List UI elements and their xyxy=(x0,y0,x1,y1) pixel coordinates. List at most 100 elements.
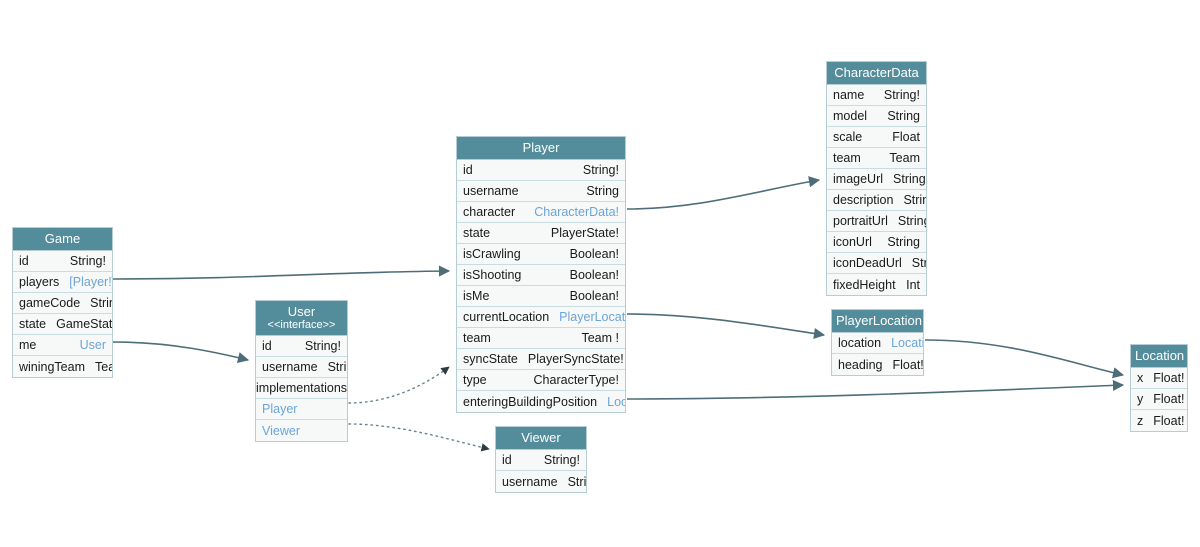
field-name: enteringBuildingPosition xyxy=(463,394,598,409)
field-type: Boolean! xyxy=(569,247,619,261)
field-row[interactable]: gameCode String! xyxy=(13,293,112,314)
field-name: isMe xyxy=(463,289,490,303)
field-name: description xyxy=(833,193,894,207)
field-type: Boolean! xyxy=(569,289,619,303)
edge-user-viewer-implementation xyxy=(348,423,490,452)
field-type: Team xyxy=(95,359,112,374)
entity-playerlocation[interactable]: PlayerLocation location Location! headingFl… xyxy=(831,309,924,376)
entity-header-playerlocation: PlayerLocation xyxy=(832,310,923,333)
field-row[interactable]: type CharacterType! xyxy=(457,370,625,391)
field-type: String xyxy=(897,214,926,228)
field-row[interactable]: iconUrl String xyxy=(827,232,926,253)
field-row[interactable]: portraitUrl String xyxy=(827,211,926,232)
field-type: CharacterType! xyxy=(533,373,619,387)
field-type: Float! xyxy=(1153,371,1185,385)
field-type: PlayerLocation! xyxy=(559,310,625,324)
entity-title: Player xyxy=(522,140,560,155)
entity-title: Game xyxy=(44,231,81,246)
field-row[interactable]: iconDeadUrlString xyxy=(827,253,926,274)
field-name: players xyxy=(19,275,60,289)
edge-user-player-implementation xyxy=(348,366,450,404)
field-name: imageUrl xyxy=(833,172,884,186)
field-name: iconUrl xyxy=(833,235,872,249)
field-row[interactable]: stateGameState! xyxy=(13,314,112,335)
field-name: location xyxy=(838,336,882,350)
field-row[interactable]: description String xyxy=(827,190,926,211)
field-row[interactable]: winingTeamTeam xyxy=(13,356,112,377)
field-type: Float! xyxy=(892,357,924,372)
field-row[interactable]: implementations xyxy=(256,378,347,399)
field-row[interactable]: username String xyxy=(496,471,586,492)
field-type: Location! xyxy=(891,336,923,350)
entity-title: Viewer xyxy=(521,430,561,445)
field-row[interactable]: x Float! xyxy=(1131,368,1187,389)
field-name: type xyxy=(463,373,487,387)
field-name: syncState xyxy=(463,352,518,366)
field-type: PlayerState! xyxy=(550,226,619,240)
field-type: User xyxy=(79,338,106,352)
edge-player-character-to-characterdata xyxy=(626,176,821,210)
field-name: team xyxy=(463,331,491,345)
entity-title: PlayerLocation xyxy=(836,313,922,328)
entity-stereotype: <<interface>> xyxy=(267,319,336,331)
field-name: username xyxy=(262,360,318,374)
field-type: String! xyxy=(304,339,341,353)
field-row[interactable]: team Team ! xyxy=(457,328,625,349)
field-row[interactable]: enteringBuildingPositionLocation xyxy=(457,391,625,412)
field-row[interactable]: players[Player!] xyxy=(13,272,112,293)
field-type: PlayerSyncState! xyxy=(527,352,624,366)
field-type: String xyxy=(903,193,926,207)
entity-title: Location xyxy=(1135,348,1185,363)
field-row[interactable]: isMe Boolean! xyxy=(457,286,625,307)
field-name: id xyxy=(502,453,512,467)
edge-game-me-to-user xyxy=(112,341,250,364)
entity-title: User xyxy=(287,304,316,319)
field-name: username xyxy=(502,474,558,489)
field-name: team xyxy=(833,151,861,165)
field-row[interactable]: Player xyxy=(256,399,347,420)
field-name: gameCode xyxy=(19,296,81,310)
field-name: portraitUrl xyxy=(833,214,888,228)
field-type: Team ! xyxy=(581,331,619,345)
field-type: String xyxy=(567,474,586,489)
entity-user[interactable]: User<<interface>>idString!usernameString… xyxy=(255,300,348,442)
field-row[interactable]: location Location! xyxy=(832,333,923,354)
field-name: scale xyxy=(833,130,863,144)
field-name: character xyxy=(463,205,516,219)
field-name: y xyxy=(1137,392,1144,406)
field-row[interactable]: Viewer xyxy=(256,420,347,441)
field-name: model xyxy=(833,109,868,123)
field-type: String xyxy=(887,235,920,249)
field-name: x xyxy=(1137,371,1144,385)
field-type: String xyxy=(887,109,920,123)
field-type: Boolean! xyxy=(569,268,619,282)
field-row[interactable]: currentLocationPlayerLocation! xyxy=(457,307,625,328)
field-type: String! xyxy=(90,296,112,310)
field-row[interactable]: syncState PlayerSyncState! xyxy=(457,349,625,370)
field-row[interactable]: model String xyxy=(827,106,926,127)
